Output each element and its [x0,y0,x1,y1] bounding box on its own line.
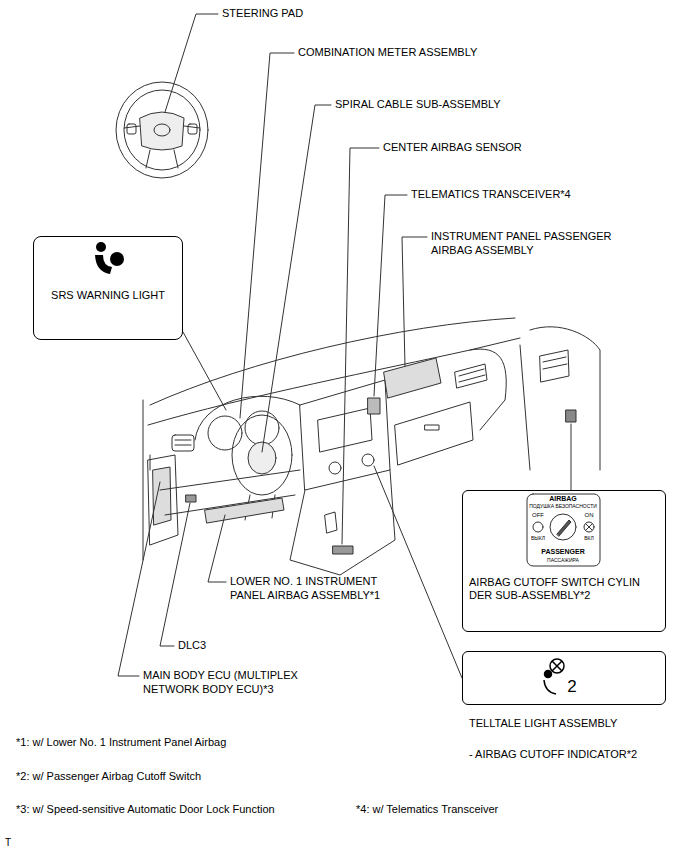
switch-marking: ВЫКЛ [531,535,545,541]
part-name: INSTRUMENT PANEL PASSENGER AIRBAG ASSEMB… [431,230,631,256]
part-name: TELEMATICS TRANSCEIVER*4 [411,188,571,201]
callout-box: TELLTALE LIGHT ASSEMBLY- AIRBAG CUTOFF I… [462,651,666,705]
switch-marking: ПАССАЖИРА [547,557,579,563]
part-name: LOWER NO. 1 INSTRUMENT PANEL AIRBAG ASSE… [230,575,395,601]
part-name: SPIRAL CABLE SUB-ASSEMBLY [335,98,501,111]
switch-marking: PASSENGER [541,548,584,556]
switch-marking: AIRBAG [549,495,577,503]
component-name: TELLTALE LIGHT ASSEMBLY [469,717,617,730]
footnote: *1: w/ Lower No. 1 Instrument Panel Airb… [16,736,226,749]
callout-box: SRS WARNING LIGHT [33,236,183,340]
footnote: *4: w/ Telematics Transceiver [356,803,498,816]
part-name: DLC3 [178,639,206,652]
switch-marking: ПОДУШКА БЕЗОПАСНОСТИ [529,503,597,509]
part-name: COMBINATION METER ASSEMBLY [298,46,477,59]
figure-code: T [5,837,11,849]
switch-marking: ON [585,512,594,519]
switch-marking: OFF [532,512,544,519]
part-name: STEERING PAD [222,7,303,20]
component-name: - AIRBAG CUTOFF INDICATOR*2 [469,748,637,761]
footnote: *2: w/ Passenger Airbag Cutoff Switch [16,770,201,783]
component-name: SRS WARNING LIGHT [40,289,176,302]
footnote: *3: w/ Speed-sensitive Automatic Door Lo… [16,803,275,816]
switch-marking: ВКЛ [584,535,594,541]
indicator-symbol: 2 [567,677,576,697]
part-name: CENTER AIRBAG SENSOR [383,141,522,154]
component-name: AIRBAG CUTOFF SWITCH CYLIN DER SUB-ASSEM… [469,576,659,602]
part-name: MAIN BODY ECU (MULTIPLEX NETWORK BODY EC… [143,669,313,695]
